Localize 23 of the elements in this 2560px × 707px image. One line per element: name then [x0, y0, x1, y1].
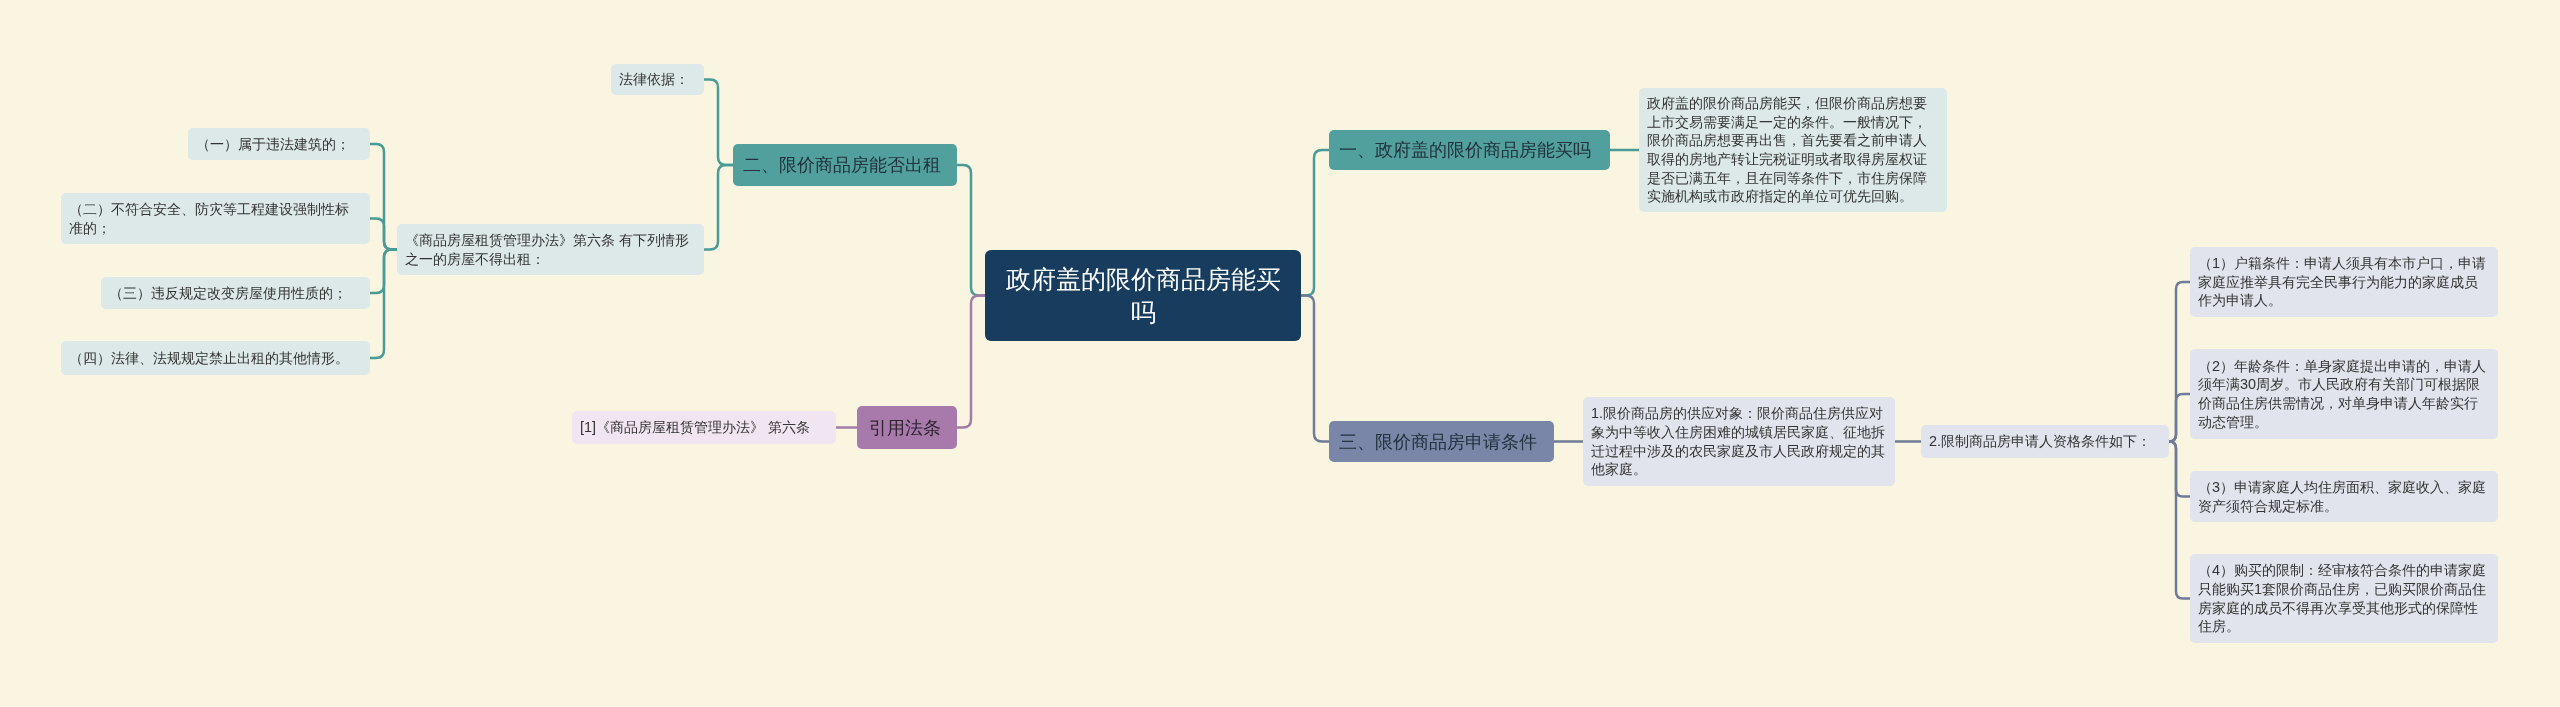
branch-topic-box: 二、限价商品房能否出租 — [733, 144, 957, 186]
subtopic-box: 《商品房屋租赁管理办法》第六条 有下列情形之一的房屋不得出租： — [397, 224, 704, 275]
subtopic-box: （三）违反规定改变房屋使用性质的； — [101, 277, 370, 309]
subtopic-box: 1.限价商品房的供应对象：限价商品住房供应对象为中等收入住房困难的城镇居民家庭、征地拆迁过程中涉及的农民家庭及市人民政府规定的其他家庭。 — [1583, 397, 1895, 486]
subtopic-box: 2.限制商品房申请人资格条件如下： — [1921, 425, 2169, 458]
subtopic-box: （4）购买的限制：经审核符合条件的申请家庭只能购买1套限价商品住房，已购买限价商品住房家庭的成员不得再次享受其他形式的保障性住房。 — [2190, 554, 2498, 643]
connector-line — [1895, 440, 1921, 443]
subtopic-box: 政府盖的限价商品房能买，但限价商品房想要上市交易需要满足一定的条件。一般情况下，限价商品房想要再出售，首先要看之前申请人取得的房地产转让完税证明或者取得房屋权证是否已满五年，且在同等条件下，市住房保障实施机构或市政府指定的单位可优先回购。 — [1639, 88, 1947, 212]
connector-line — [1554, 440, 1583, 443]
branch-topic-box: 一、政府盖的限价商品房能买吗 — [1329, 130, 1610, 170]
connector-line — [1610, 148, 1639, 152]
subtopic-box: [1]《商品房屋租赁管理办法》 第六条 — [572, 411, 836, 444]
subtopic-box: （一）属于违法建筑的； — [188, 128, 370, 160]
branch-topic-box: 三、限价商品房申请条件 — [1329, 421, 1554, 462]
subtopic-box: （2）年龄条件：单身家庭提出申请的，申请人须年满30周岁。市人民政府有关部门可根据限价商品住房供需情况，对单身申请人年龄实行动态管理。 — [2190, 349, 2498, 439]
connector-line — [836, 426, 857, 429]
subtopic-box: （二）不符合安全、防灾等工程建设强制性标准的； — [61, 193, 370, 244]
subtopic-box: （四）法律、法规规定禁止出租的其他情形。 — [61, 341, 370, 375]
subtopic-box: （3）申请家庭人均住房面积、家庭收入、家庭资产须符合规定标准。 — [2190, 471, 2498, 522]
subtopic-box: （1）户籍条件：申请人须具有本市户口，申请家庭应推举具有完全民事行为能力的家庭成员作为申请人。 — [2190, 247, 2498, 317]
central-topic-box: 政府盖的限价商品房能买吗 — [985, 250, 1301, 341]
branch-topic-box: 引用法条 — [857, 406, 957, 449]
subtopic-box: 法律依据： — [611, 64, 704, 95]
